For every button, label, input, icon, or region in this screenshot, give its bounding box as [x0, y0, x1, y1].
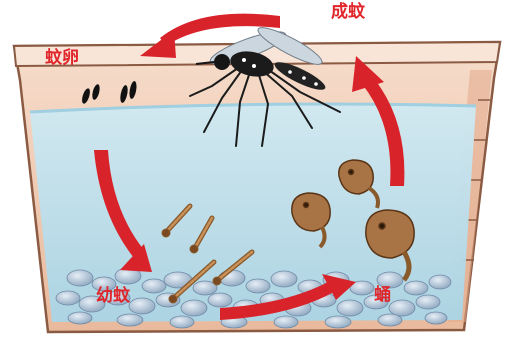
stage-label-pupa: 蛹 — [374, 287, 391, 304]
stage-label-eggs: 蚊卵 — [45, 50, 79, 67]
stage-label-adult: 成蚊 — [331, 4, 365, 21]
stage-label-larva: 幼蚊 — [96, 288, 130, 305]
